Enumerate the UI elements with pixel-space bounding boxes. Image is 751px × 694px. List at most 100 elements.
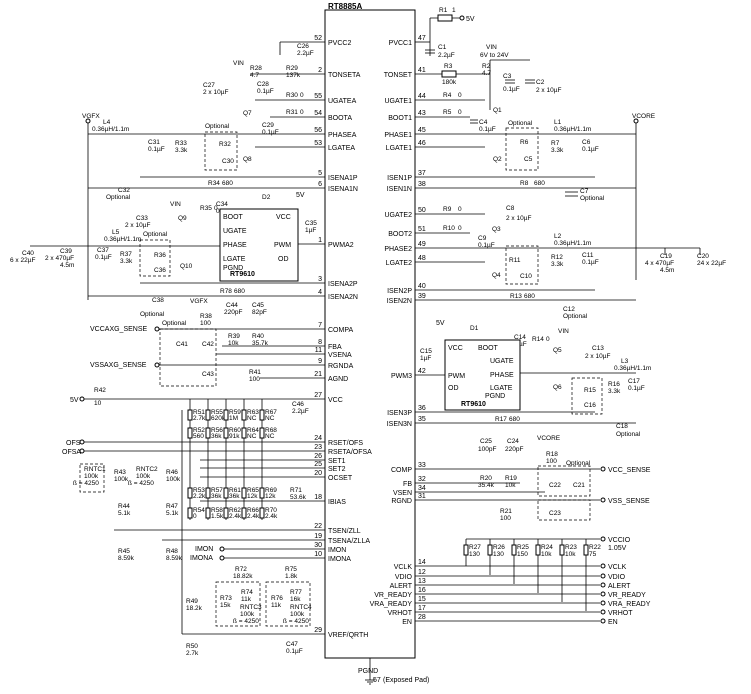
c19-val: 4 x 470µF: [645, 260, 674, 267]
r58-ref: R58: [211, 507, 223, 514]
c26-val: 2.2µF: [297, 50, 314, 57]
ic-pin-isen2n: ISEN2N: [387, 298, 412, 305]
driver2-pin-lgate: LGATE: [223, 256, 246, 263]
c1-ref: C1: [438, 44, 447, 51]
ic-pin-num-11: 11: [315, 347, 322, 354]
r63-body: [241, 409, 247, 421]
r50-ref: R50: [186, 643, 198, 650]
ic-pin-tonset: TONSET: [384, 72, 413, 79]
five-v-vcc: 5V: [70, 397, 79, 404]
ic-pin-num-31: 31: [418, 493, 426, 500]
driver1-pin-ugate: UGATE: [490, 358, 514, 365]
r58-body: [205, 507, 211, 519]
r30-ref: R30: [286, 92, 298, 99]
driver2-pin-phase: PHASE: [223, 242, 247, 249]
net-label-en: EN: [608, 619, 618, 626]
vcc-sense-terminal: [600, 466, 606, 472]
ic-pin-lgatea: LGATEA: [328, 145, 355, 152]
vin-label-right: VIN: [486, 44, 497, 51]
r46-ref: R46: [166, 469, 178, 476]
ic-pin-isen1p: ISEN1P: [387, 175, 412, 182]
ic-pin-tsen-zll: TSEN/ZLL: [328, 528, 361, 535]
terminal-vclk: [600, 563, 606, 569]
net-label-vdio: VDIO: [608, 574, 626, 581]
driver1-pin-lgate: LGATE: [490, 385, 513, 392]
l5-ref: L5: [112, 229, 120, 236]
c27-val: 2 x 10µF: [203, 89, 228, 96]
ofs-terminal: [79, 439, 85, 445]
ic-pin-num-43: 43: [418, 110, 426, 117]
q7-ref: Q7: [243, 110, 252, 117]
r25-body: [511, 544, 517, 556]
c33-val: 2 x 10µF: [125, 222, 150, 229]
ic-pin-ugatea: UGATEA: [328, 98, 357, 105]
net-label-vr-ready: VR_READY: [608, 592, 646, 599]
ic-pin-num-13: 13: [418, 578, 426, 585]
ic-pin-num-14: 14: [418, 559, 426, 566]
driver2-pin-pgnd: PGND: [223, 265, 243, 272]
terminal-vra-ready: [600, 600, 606, 606]
r33-ref: R33: [175, 140, 187, 147]
ic-pin-num-10: 10: [314, 551, 322, 558]
c31-val: 0.1µF: [148, 146, 165, 153]
r30-val: 0: [300, 92, 304, 99]
r39-val: 10k: [228, 340, 239, 347]
ic-pin-num-16: 16: [418, 587, 426, 594]
c39-ref: C39: [60, 248, 72, 255]
r66-body: [241, 507, 247, 519]
r23-body: [559, 544, 565, 556]
r67-body: [259, 409, 265, 421]
ic-pin-lgate2: LGATE2: [386, 260, 412, 267]
c11-ref: C11: [582, 252, 594, 259]
r74-ref: R74: [241, 589, 253, 596]
ic-pin-tsena-zlla: TSENA/ZLLA: [328, 538, 370, 545]
r48-val: 8.59k: [166, 555, 183, 562]
beta-4: ß = 4250: [283, 618, 309, 625]
ic-pin-vr-ready: VR_READY: [374, 592, 412, 599]
r63-val: NC: [247, 415, 257, 422]
ic-pin-num-42: 42: [418, 368, 426, 375]
net-label-vra-ready: VRA_READY: [608, 601, 651, 608]
ic-pin-name-pgnd: PGND: [358, 668, 378, 675]
r67-val: NC: [265, 415, 275, 422]
ic-pin-num-18: 18: [314, 494, 322, 501]
vssaxg-sense-terminal: [154, 362, 160, 368]
r2-val: 4.7: [482, 70, 491, 77]
r59-ref: R59: [229, 409, 241, 416]
r55-body: [205, 409, 211, 421]
ic-pin-num-53: 53: [314, 140, 322, 147]
ic-pin-num-38: 38: [418, 181, 426, 188]
r67-ref: R67: [265, 409, 277, 416]
net-label-vclk: VCLK: [608, 564, 627, 571]
c7-ref: C7: [580, 188, 589, 195]
r54-ref: R54: [193, 507, 205, 514]
beta-1: ß = 4250: [73, 480, 99, 487]
r56-body: [205, 427, 211, 439]
c29-val: 0.1µF: [262, 129, 279, 136]
driver-rt9610-phase3: [444, 339, 521, 411]
vgfx-label: VGFX: [82, 113, 100, 120]
five-v-driver1: 5V: [436, 320, 445, 327]
r13-ref: R13: [510, 293, 522, 300]
c9-ref: C9: [478, 235, 487, 242]
r12-ref: R12: [551, 254, 563, 261]
r50-val: 2.7k: [186, 650, 199, 657]
r25-val: 150: [517, 551, 528, 558]
c46-ref: C46: [292, 401, 304, 408]
r10-val: 0: [458, 225, 462, 232]
l3-val: 0.36µH/1.1m: [614, 365, 651, 372]
r51-ref: R51: [193, 409, 205, 416]
beta-3: ß = 4250: [233, 618, 259, 625]
r42-ref: R42: [94, 387, 106, 394]
r64-val: NC: [247, 433, 257, 440]
r26-ref: R26: [493, 544, 505, 551]
ic-pin-set1: SET1: [328, 458, 346, 465]
ic-pin-num-51: 51: [418, 226, 426, 233]
r60-ref: R60: [229, 427, 241, 434]
r1-ref: R1: [439, 7, 448, 14]
c15-ref: C15: [420, 348, 432, 355]
terminal-vrhot: [600, 609, 606, 615]
ic-pin-num-36: 36: [418, 405, 426, 412]
r71-ref: R71: [290, 487, 302, 494]
